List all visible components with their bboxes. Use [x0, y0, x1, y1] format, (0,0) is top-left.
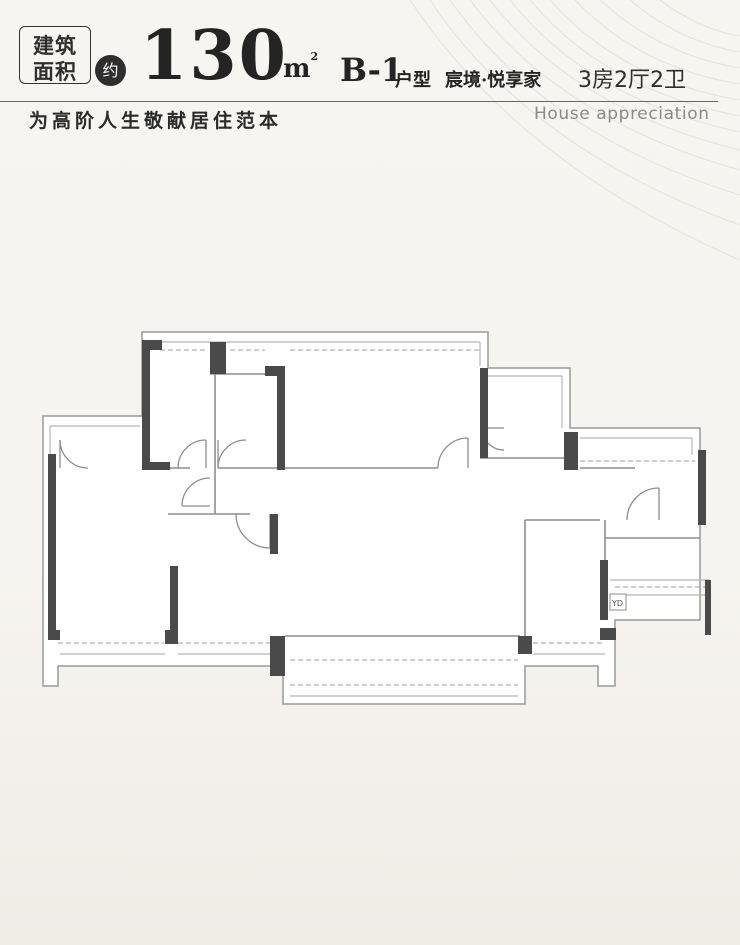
header-divider: [0, 101, 718, 103]
badge-line-1: 建筑: [33, 33, 77, 58]
dashed-window-marks: [58, 349, 710, 686]
page-header: 建筑 面积 约 130 m2 B-1 户型 宸境·悦享家 3房2厅2卫 为高阶人…: [0, 0, 740, 135]
area-unit-base: m: [283, 54, 311, 84]
plan-outline: [42, 331, 701, 705]
door-swings: [59, 427, 660, 549]
slogan: 为高阶人生敬献居住范本: [29, 110, 283, 132]
series-name: 宸境·悦享家: [445, 70, 542, 91]
yd-utility-box: YD: [609, 593, 627, 611]
approx-marker: 约: [95, 55, 126, 86]
floor-plan: YD: [42, 331, 711, 705]
area-unit: m2: [283, 50, 318, 84]
room-layout-spec: 3房2厅2卫: [578, 68, 686, 93]
english-subtitle: House appreciation: [534, 104, 710, 124]
badge-line-2: 面积: [33, 59, 77, 84]
unit-code: B-1: [340, 51, 404, 89]
area-unit-superscript: 2: [310, 50, 319, 63]
building-area-badge: 建筑 面积: [19, 26, 91, 84]
unit-type-label: 户型: [395, 70, 431, 91]
yd-label: YD: [611, 599, 623, 608]
structural-walls: [48, 340, 711, 676]
area-value: 130: [140, 16, 288, 96]
